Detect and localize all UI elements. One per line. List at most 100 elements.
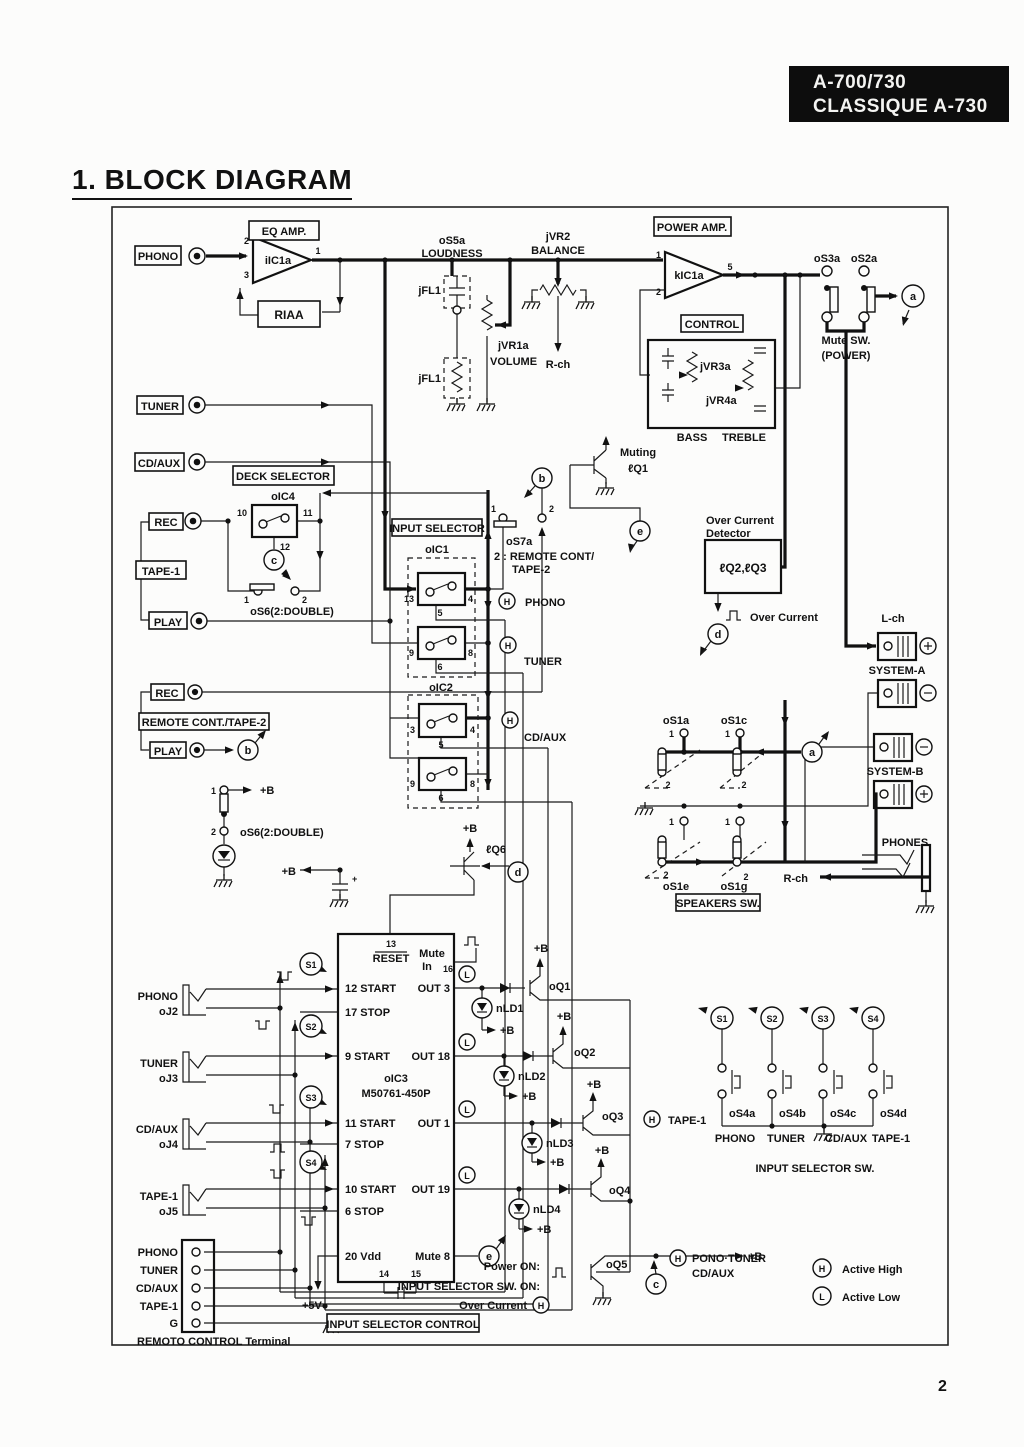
row-7-stop: 7 STOP [345,1139,384,1151]
eq-amp-label: EQ AMP. [262,226,307,238]
balance-label: BALANCE [531,245,585,257]
input-jacks-section: PHONO oJ2 TUNER oJ3 CD/AUX oJ4 TAPE-1 oJ… [136,984,207,1218]
pono-cdaux-label: CD/AUX [692,1268,735,1280]
active-high-letter: H [819,1264,826,1274]
led-icon [493,1065,515,1087]
switch-s2-circle [299,1014,323,1038]
connector-e-letter: e [486,1251,492,1263]
contact-1: 1 [211,786,216,796]
connector-c-circle [645,1273,667,1295]
jvr4a-label: jVR4a [705,395,737,407]
pin-13: 13 [404,594,414,604]
s7a-remote-line1: 2 : REMOTE CONT/ [494,551,594,563]
connector-c-circle [263,549,285,571]
term-tape1-label: TAPE-1 [140,1301,178,1313]
q6-section: +B ℓQ6 d [463,823,529,883]
pin-12: 12 [280,542,290,552]
tone-control-box [646,338,777,430]
pin-16: 16 [443,964,453,974]
q6-label: ℓQ6 [486,844,506,856]
wires-thin [140,260,927,1324]
led-icon [212,844,236,868]
pushswitch-icons [734,1075,893,1089]
eq-amp-triangle [251,235,314,285]
pin-4: 4 [470,725,475,735]
connector-e-letter: e [637,526,643,538]
volume-label: VOLUME [490,356,537,368]
mute-in-label1: Mute [419,948,445,960]
row-17-stop: 17 STOP [345,1007,390,1019]
ground-icon [476,397,496,412]
input-selector-control-label: INPUT SELECTOR CONTROL [326,1319,479,1331]
oj2-label: oJ2 [159,1006,178,1018]
ld3-label: nLD3 [546,1138,574,1150]
led-icon [471,997,493,1019]
s1a-label: oS1a [663,715,690,727]
ic4-label: oIC4 [271,491,296,503]
rca-jack-icon [188,396,206,414]
cap-polarity: + [352,874,357,884]
jvr1a-label: jVR1a [497,340,529,352]
ic2-switch-a [417,702,468,739]
s3a-label: oS3a [814,253,841,265]
q5-section: oQ5 +B c H PONO·TUNER CD/AUX Power ON: I… [398,1249,766,1314]
ground-icon [446,397,466,412]
pin-5: 5 [438,740,443,750]
connector-c-letter: c [271,555,277,567]
plus-b-label: +B [534,943,548,955]
plus-b-label: +B [587,1079,601,1091]
active-low-letter: L [464,1038,470,1048]
pin-6: 6 [438,793,443,803]
plus-b-label: +B [500,1025,514,1037]
phone-jack-icon [182,1118,207,1150]
sw-cdaux-label: CD/AUX [825,1133,868,1145]
pulse-waveform-icon [464,936,479,946]
ic3-label: oIC3 [384,1073,408,1085]
pin-14: 14 [379,1269,389,1279]
resistor-icon [480,299,494,331]
junction-dots [221,257,867,1309]
ic1a-label: iIC1a [265,255,292,267]
row-10-start: 10 START [345,1184,396,1196]
active-low-letter: L [819,1292,825,1302]
pin-8: 8 [468,648,473,658]
contact-2: 2 [302,595,307,605]
pin-4: 4 [468,594,473,604]
pin-10: 10 [237,508,247,518]
row-out3: OUT 3 [418,983,450,995]
input-selector-sw-section: S1 S2 S3 S4 oS4a oS4b oS4c oS4d PHONO TU… [710,1006,910,1175]
ic2-switch-b [417,756,468,792]
active-low-letter: L [464,970,470,980]
s7a-label: oS7a [506,536,533,548]
connector-a-circle [901,284,925,308]
jvr3a-label: jVR3a [699,361,731,373]
phono-jack-label: PHONO [138,991,179,1003]
driver-section: L nLD1 +B oQ1 +B L nLD2 +B oQ2 +B L nLD3… [458,943,706,1236]
pulse-waveform-icon [726,610,741,621]
diode-icon [551,1118,562,1128]
over-current-label: Over Current [750,612,818,624]
ground-icon [592,1291,612,1306]
tape1-jack-label: TAPE-1 [140,1191,178,1203]
contact-2: 2 [663,870,668,880]
jfl1-top-label: jFL1 [417,285,441,297]
contact-1: 1 [725,729,730,739]
connector-c-letter: c [653,1279,659,1291]
select-phono-label: PHONO [525,597,566,609]
pin-9: 9 [409,648,414,658]
ocd-line1: Over Current [706,515,774,527]
select-cdaux-label: CD/AUX [524,732,567,744]
plus-b-label: +B [260,785,274,797]
ld4-label: nLD4 [533,1204,561,1216]
s4-label: S4 [305,1158,316,1168]
ocd-box [703,538,783,595]
phones-jack-icon [920,843,932,893]
active-low-letter: L [464,1171,470,1181]
resistor-icon [539,283,577,297]
row-out1: OUT 1 [418,1118,450,1130]
input-selector-sw-label: INPUT SELECTOR SW. [756,1163,875,1175]
selector-on-label: INPUT SELECTOR SW. ON: [398,1281,540,1293]
s3-label: S3 [817,1014,828,1024]
s7a-section: b 1 2 oS7a 2 : REMOTE CONT/ TAPE-2 [491,467,594,576]
